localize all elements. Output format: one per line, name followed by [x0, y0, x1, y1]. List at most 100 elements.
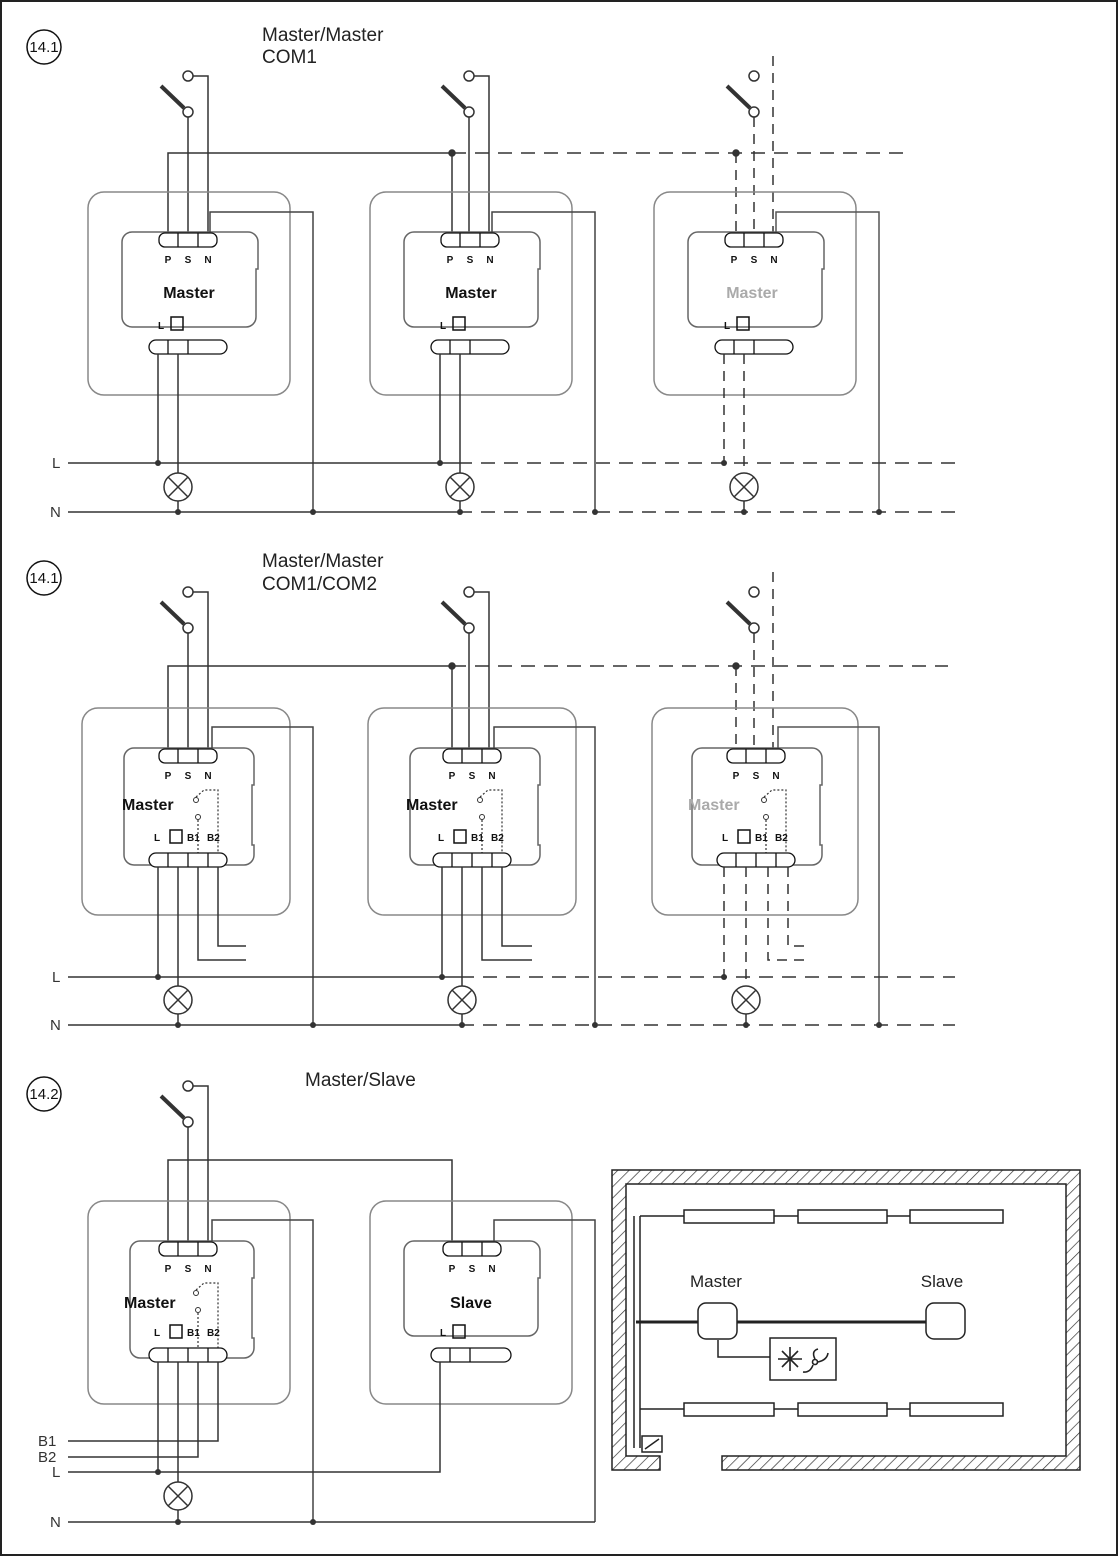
outlet-icon [641, 1435, 663, 1453]
bus-label-l: L [52, 969, 60, 986]
device-box-1-2 [369, 191, 596, 512]
drops-3 [68, 1362, 441, 1482]
terminal-n: N [204, 771, 211, 782]
terminal-n: N [204, 255, 211, 266]
terminal-p: P [449, 1264, 456, 1275]
room-walls [611, 1169, 1081, 1471]
terminal-labels-1: P S N P S N P S N [165, 255, 778, 266]
drops-1 [157, 354, 745, 473]
bus-label-l: L [52, 1464, 60, 1481]
section-2-number: 14.1 [29, 570, 58, 587]
terminal-p: P [733, 771, 740, 782]
lamp-icon [729, 472, 759, 512]
lamp-icon [731, 985, 761, 1025]
ceiling-lights [683, 1209, 1004, 1417]
terminal-b1: B1 [755, 833, 768, 844]
room-master-label: Master [690, 1272, 742, 1291]
bus-label-n: N [50, 1514, 61, 1531]
terminal-l: L [154, 833, 160, 844]
device-box-1-3 [653, 191, 880, 512]
lamp-icon [445, 472, 475, 512]
bus-lines-2 [68, 976, 955, 1026]
bus-lines-1 [68, 462, 955, 513]
bottom-terminals-1 [148, 339, 794, 355]
terminal-p: P [165, 1264, 172, 1275]
bus-junctions-3 [155, 1469, 316, 1525]
bottom-terminals-2 [148, 852, 796, 868]
lamp-icon [163, 985, 193, 1025]
device-label-master: Master [406, 797, 458, 814]
terminal-b1: B1 [471, 833, 484, 844]
terminal-l: L [158, 321, 164, 332]
terminal-n: N [488, 771, 495, 782]
terminals-2 [158, 748, 786, 764]
terminal-p: P [165, 771, 172, 782]
lamp-icon [163, 472, 193, 512]
terminal-l: L [722, 833, 728, 844]
section-1-title-line2: COM1 [262, 47, 317, 68]
lamp-icon [447, 985, 477, 1025]
terminal-s: S [185, 771, 192, 782]
bus-junctions-2 [155, 974, 882, 1028]
bus-label-b2: B2 [38, 1449, 56, 1466]
l-terminal-marks-1: L L L [158, 316, 750, 332]
switch-1-1 [159, 70, 209, 232]
room-slave-label: Slave [921, 1272, 964, 1291]
terminal-p: P [449, 771, 456, 782]
relay-dots-3 [193, 1290, 201, 1313]
terminal-s: S [467, 255, 474, 266]
terminal-p: P [731, 255, 738, 266]
lamp-icon [163, 1481, 193, 1522]
terminal-b2: B2 [775, 833, 788, 844]
device-box-2-1 [81, 707, 314, 1025]
switch-2-2 [440, 586, 490, 748]
terminal-l: L [154, 1328, 160, 1339]
bus-label-n: N [50, 504, 61, 521]
device-label-master: Master [122, 797, 174, 814]
section-1-number: 14.1 [29, 39, 58, 56]
terminal-labels-2: P S N P S N P S N [165, 771, 780, 782]
switch-2-1 [159, 586, 209, 748]
section-2-title-line2: COM1/COM2 [262, 574, 377, 595]
terminal-n: N [772, 771, 779, 782]
terminal-l: L [438, 833, 444, 844]
terminal-s: S [751, 255, 758, 266]
bus-label-n: N [50, 1017, 61, 1034]
room-plan: Master Slave [611, 1169, 1081, 1471]
bus-junctions-1 [155, 460, 882, 515]
terminal-p: P [447, 255, 454, 266]
bus-label-b1: B1 [38, 1433, 56, 1450]
terminal-n: N [770, 255, 777, 266]
device-label-master: Master [163, 285, 215, 302]
section-2: 14.1 Master/Master COM1/COM2 [26, 551, 955, 1034]
section-3: 14.2 Master/Slave P [26, 1070, 1081, 1531]
climate-sensor-icon [769, 1337, 837, 1381]
device-label-master-grey: Master [688, 797, 740, 814]
terminal-b1: B1 [187, 1328, 200, 1339]
device-label-master: Master [445, 285, 497, 302]
terminal-s: S [185, 255, 192, 266]
room-wiring [633, 1215, 926, 1448]
switch-1-2 [440, 70, 490, 232]
terminals-3 [158, 1241, 502, 1257]
device-label-master: Master [124, 1295, 176, 1312]
device-box-3-2 [369, 1200, 596, 1522]
terminal-labels-3: P S N P S N [165, 1264, 496, 1275]
drops-2-dashed [723, 867, 810, 987]
terminals-1 [158, 232, 784, 248]
terminal-n: N [488, 1264, 495, 1275]
bottom-labels-3: L B1 B2 L [154, 1324, 466, 1339]
terminal-s: S [469, 771, 476, 782]
terminal-l: L [724, 321, 730, 332]
terminal-b2: B2 [207, 833, 220, 844]
slave-device-icon [925, 1302, 966, 1340]
device-box-3-1 [87, 1200, 314, 1522]
relay-dots-2 [193, 797, 769, 820]
terminal-n: N [486, 255, 493, 266]
terminal-l: L [440, 1328, 446, 1339]
terminal-s: S [753, 771, 760, 782]
switch-2-3 [725, 572, 774, 748]
bus-label-l: L [52, 455, 60, 472]
p-line-2 [167, 662, 948, 748]
